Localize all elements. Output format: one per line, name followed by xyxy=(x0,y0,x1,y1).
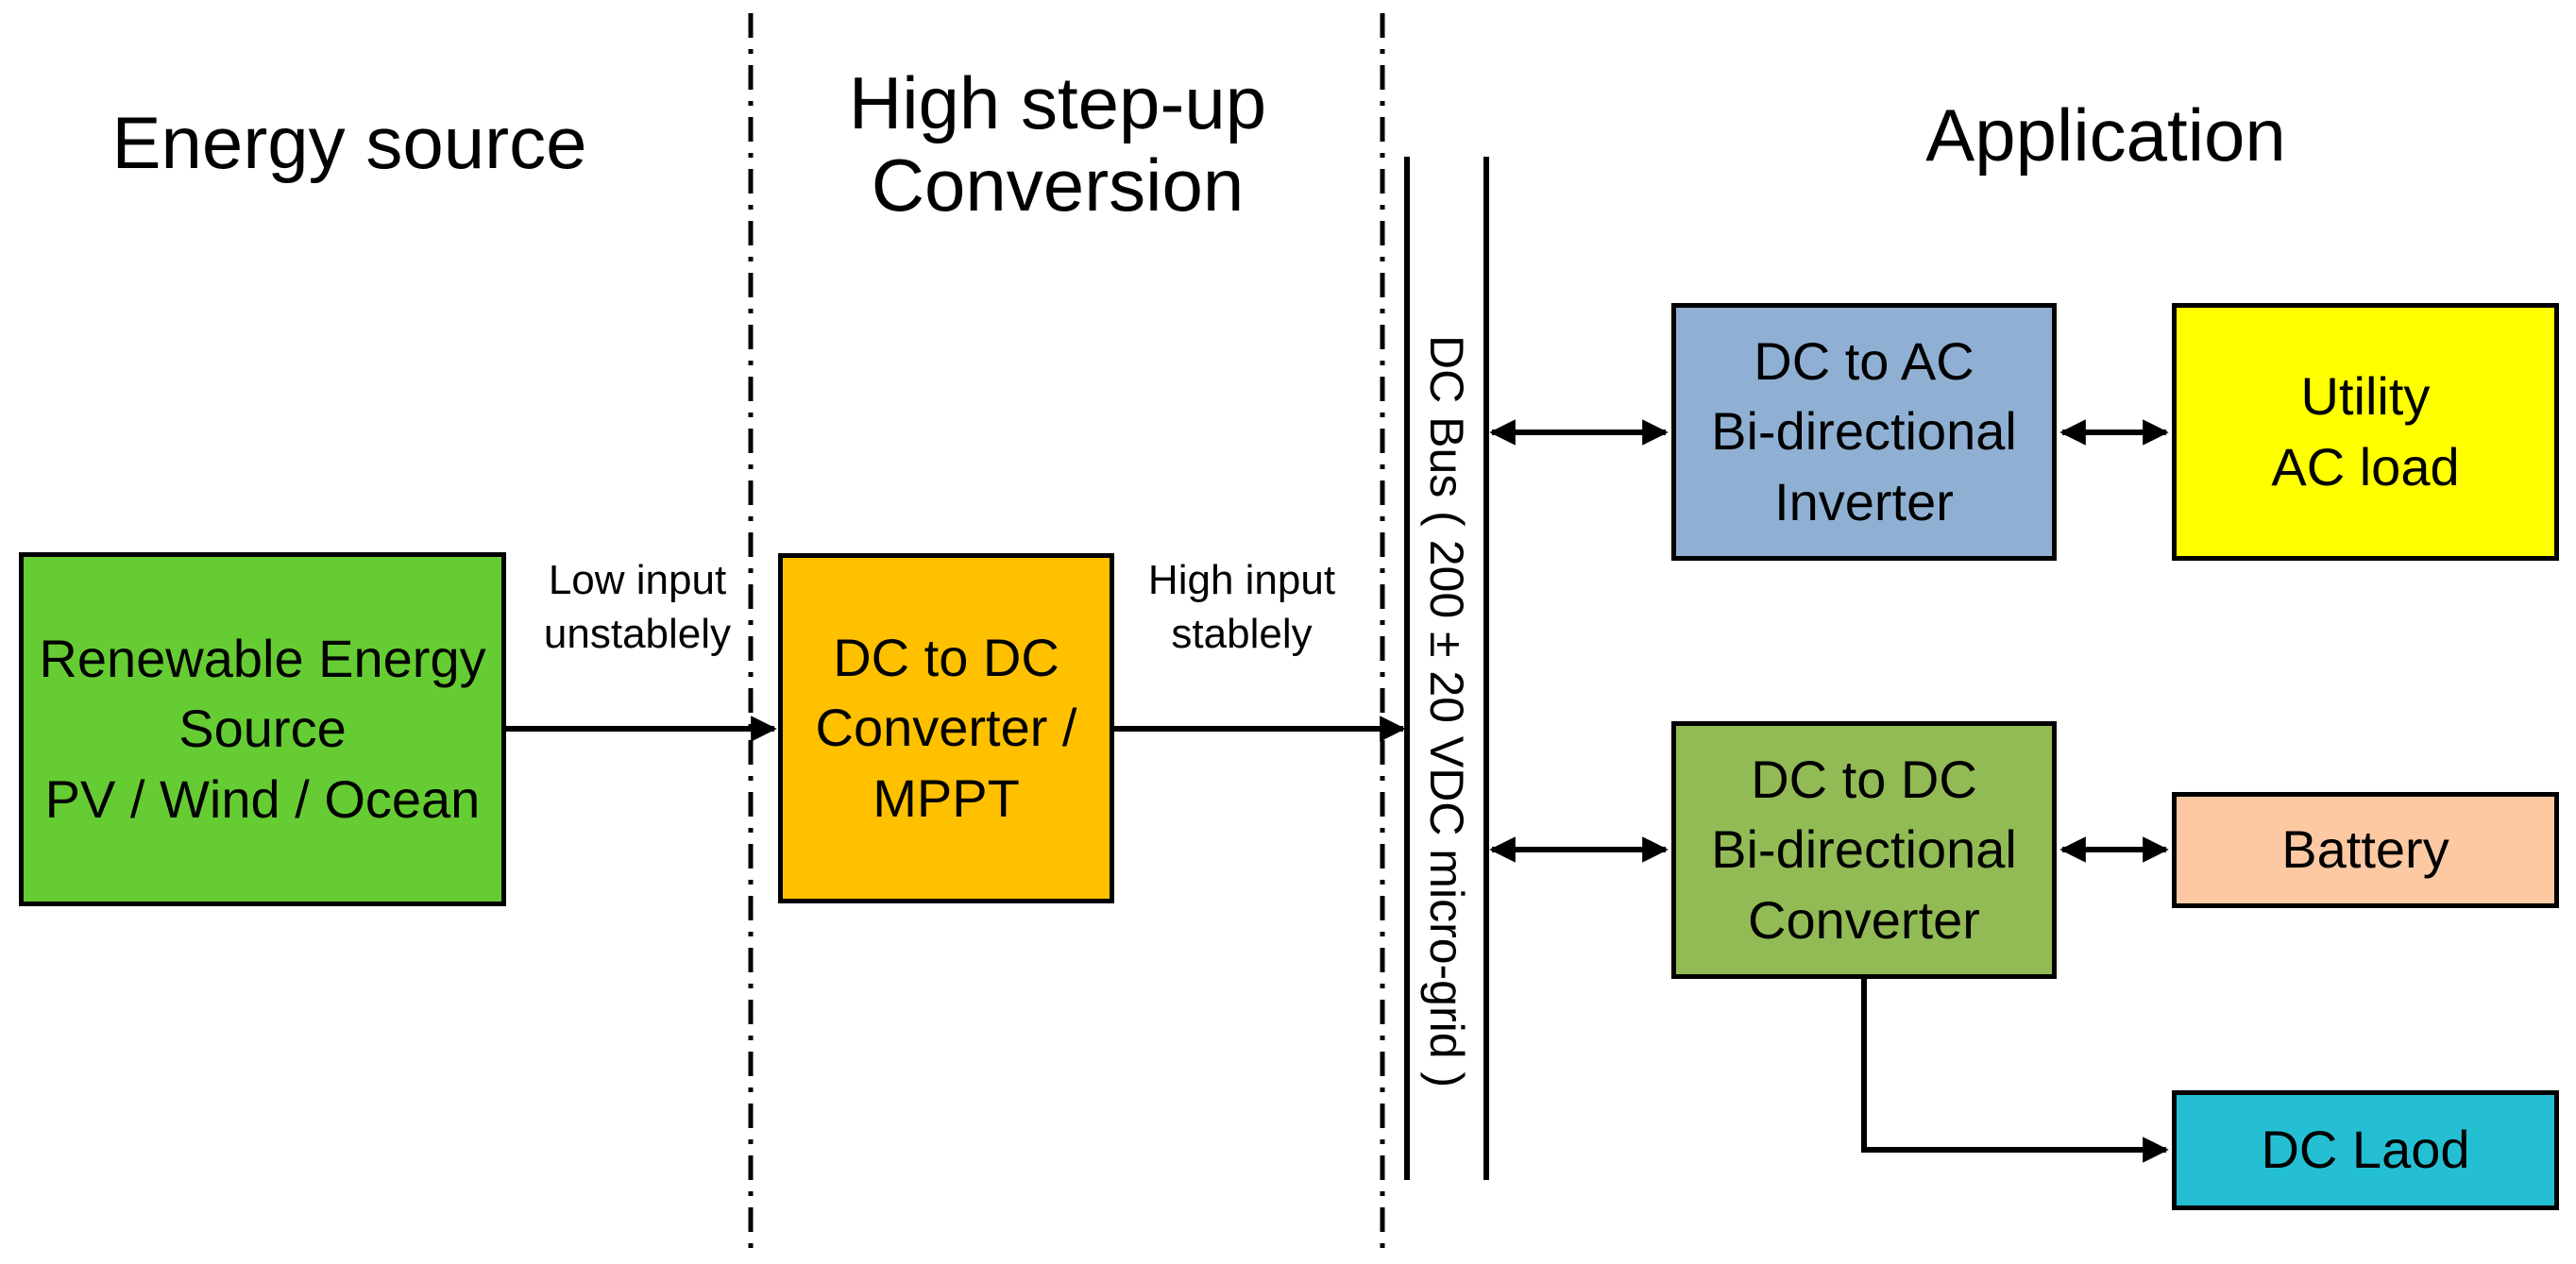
heading-energy-source-text: Energy source xyxy=(111,101,587,184)
block-converter-line2: Bi-directional xyxy=(1711,819,2017,880)
block-renewable-energy-source: Renewable Energy Source PV / Wind / Ocea… xyxy=(19,552,506,906)
block-converter-line1: DC to DC xyxy=(1751,749,1977,809)
block-battery: Battery xyxy=(2172,792,2559,908)
block-source-line2: Source xyxy=(178,699,347,759)
arrow-converter-to-dcload xyxy=(1861,979,2169,1163)
block-utility-line2: AC load xyxy=(2271,436,2460,497)
label-high-input: High input stablely xyxy=(1114,553,1369,661)
block-dcdc-line1: DC to DC xyxy=(833,627,1059,687)
label-low-input-line1: Low input xyxy=(548,557,727,603)
block-converter-line3: Converter xyxy=(1748,889,1980,950)
heading-high-step-up: High step-up Conversion xyxy=(755,61,1360,228)
block-dcdc-line2: Converter / xyxy=(815,698,1077,758)
heading-application: Application xyxy=(1794,93,2417,177)
block-dc-load: DC Laod xyxy=(2172,1090,2559,1210)
heading-application-text: Application xyxy=(1925,93,2286,177)
block-source-line1: Renewable Energy xyxy=(39,628,486,688)
block-inverter-line2: Bi-directional xyxy=(1711,401,2017,462)
heading-energy-source: Energy source xyxy=(38,101,661,184)
block-bidirectional-converter: DC to DC Bi-directional Converter xyxy=(1671,721,2057,979)
block-battery-label: Battery xyxy=(2281,819,2449,880)
block-dcdc-line3: MPPT xyxy=(873,767,1020,828)
label-high-input-line2: stablely xyxy=(1171,611,1313,658)
block-bidirectional-inverter: DC to AC Bi-directional Inverter xyxy=(1671,303,2057,561)
block-dc-load-label: DC Laod xyxy=(2261,1120,2470,1180)
label-low-input: Low input unstablely xyxy=(510,553,765,661)
block-inverter-line1: DC to AC xyxy=(1754,330,1974,391)
block-inverter-line3: Inverter xyxy=(1774,471,1954,531)
label-low-input-line2: unstablely xyxy=(543,611,732,658)
heading-step-up-line1: High step-up xyxy=(848,61,1267,144)
block-source-line3: PV / Wind / Ocean xyxy=(44,768,481,829)
label-high-input-line1: High input xyxy=(1147,557,1336,603)
block-utility-line1: Utility xyxy=(2300,366,2431,427)
block-dc-dc-converter-mppt: DC to DC Converter / MPPT xyxy=(778,553,1114,903)
dc-bus-label: DC Bus ( 200 ± 20 VDC micro-grid ) xyxy=(1420,335,1473,1088)
block-utility-ac-load: Utility AC load xyxy=(2172,303,2559,561)
heading-step-up-line2: Conversion xyxy=(871,143,1245,228)
